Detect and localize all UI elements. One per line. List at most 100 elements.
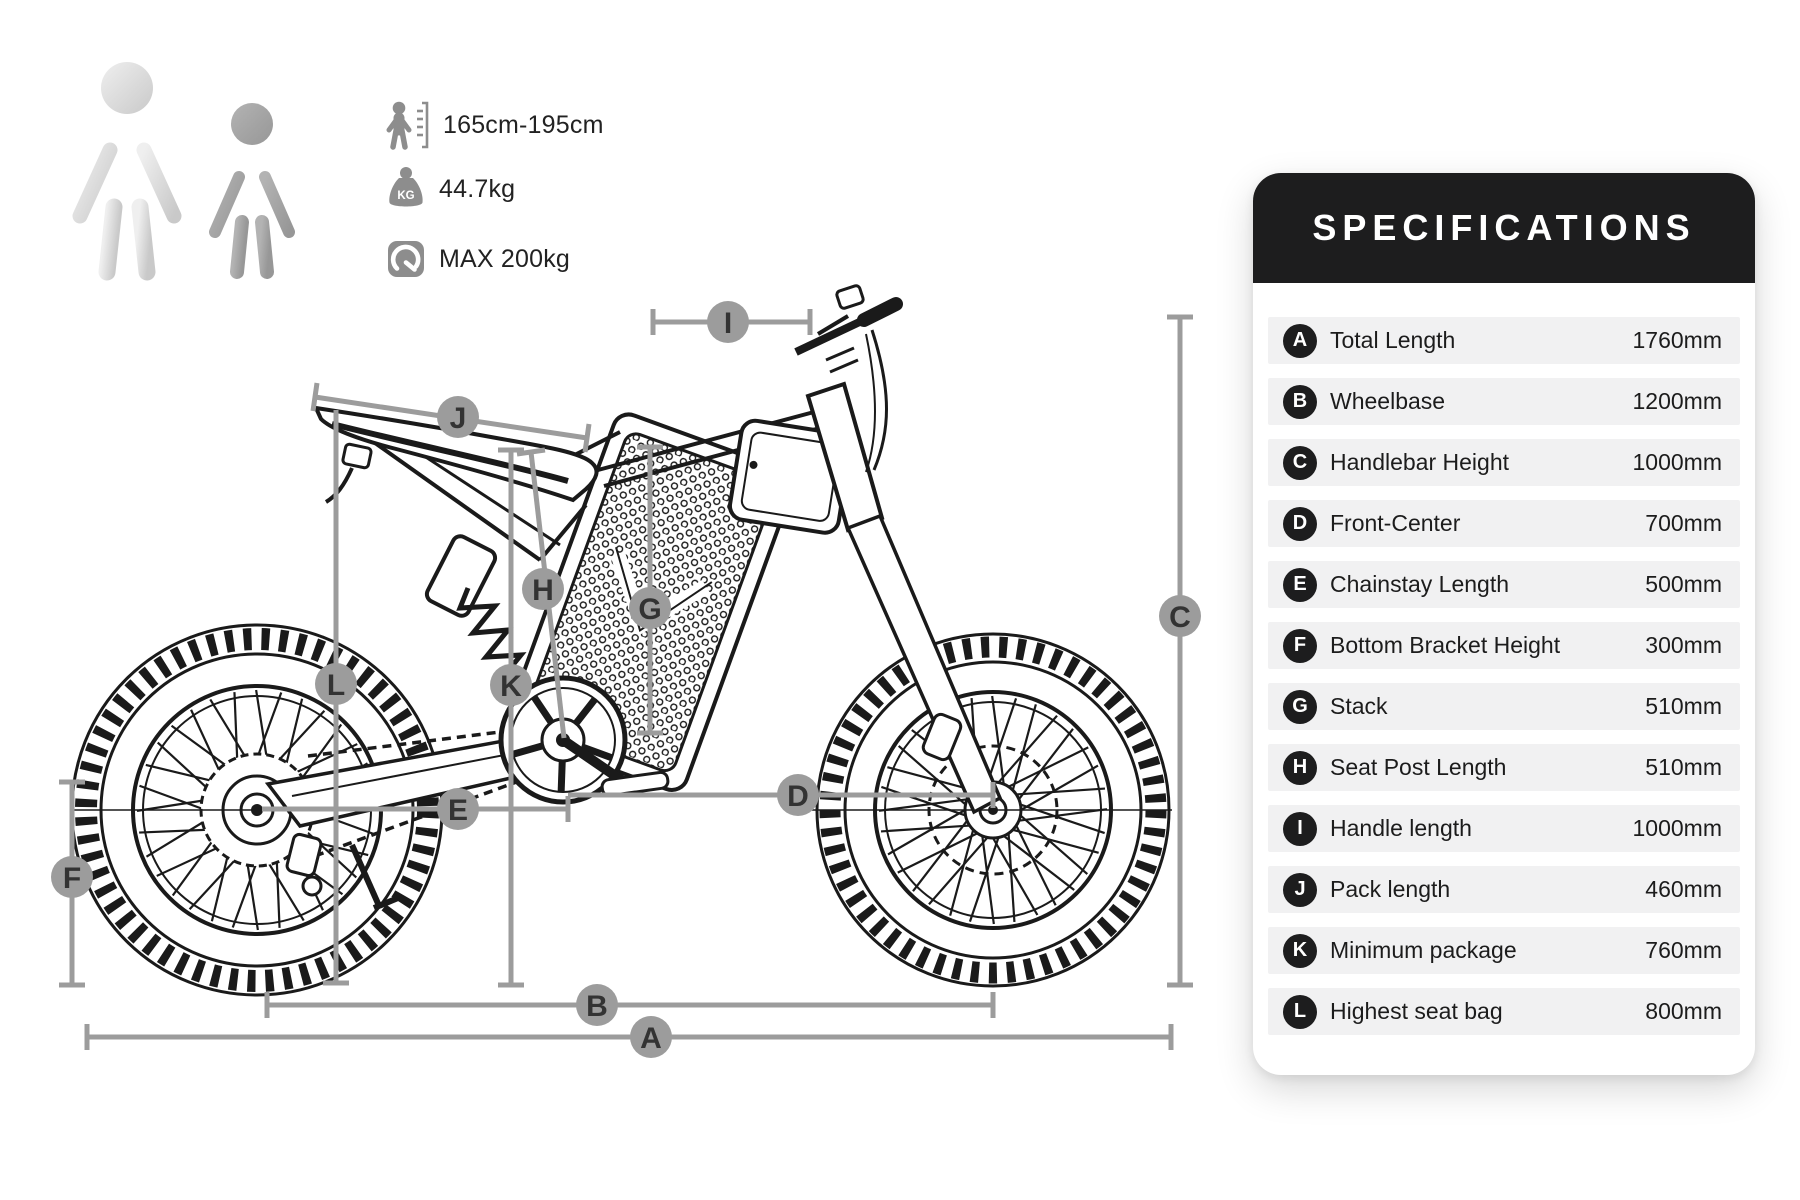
svg-text:A: A: [640, 1022, 662, 1055]
spec-value: 460mm: [1645, 876, 1722, 902]
dim-marker-G: G: [629, 587, 671, 629]
rider-silhouette-large: [72, 62, 182, 281]
dim-line-B: [264, 992, 996, 1018]
spec-value: 800mm: [1645, 998, 1722, 1024]
dim-marker-C: C: [1159, 595, 1201, 637]
svg-text:B: B: [586, 990, 608, 1023]
front-spokes: [878, 695, 1108, 925]
spec-label: Bottom Bracket Height: [1330, 632, 1561, 658]
spec-label: Front-Center: [1330, 510, 1461, 536]
svg-text:D: D: [787, 780, 809, 813]
svg-text:H: H: [532, 574, 554, 607]
spec-row: J Pack length 460mm: [1268, 866, 1740, 913]
dim-marker-F: F: [51, 856, 93, 898]
spec-badge: C: [1283, 445, 1317, 480]
svg-text:I: I: [724, 307, 732, 340]
spec-row: I Handle length 1000mm: [1268, 805, 1740, 852]
dim-marker-H: H: [522, 568, 564, 610]
bike-weight-row: KG 44.7kg: [386, 166, 515, 212]
max-load-row: MAX 200kg: [386, 239, 570, 279]
svg-text:K: K: [500, 670, 522, 703]
spec-value: 1760mm: [1632, 327, 1722, 353]
spec-badge: A: [1283, 323, 1317, 358]
spec-value: 500mm: [1645, 571, 1722, 597]
spec-badge: D: [1283, 506, 1317, 541]
dim-marker-I: I: [707, 301, 749, 343]
spec-badge: H: [1283, 750, 1317, 785]
spec-label: Pack length: [1330, 876, 1451, 902]
spec-badge: G: [1283, 689, 1317, 724]
spec-row: K Minimum package 760mm: [1268, 927, 1740, 974]
dim-line-A: [84, 1024, 1174, 1050]
spec-row: C Handlebar Height 1000mm: [1268, 439, 1740, 486]
weight-kg-icon: KG: [389, 167, 423, 207]
spec-badge: B: [1283, 384, 1317, 419]
max-load-gauge-icon: [388, 241, 424, 277]
spec-value: 510mm: [1645, 754, 1722, 780]
spec-row: G Stack 510mm: [1268, 683, 1740, 730]
height-icon: [386, 101, 429, 150]
dim-marker-K: K: [490, 664, 532, 706]
bike-weight-value: 44.7kg: [439, 174, 516, 203]
dim-marker-D: D: [777, 774, 819, 816]
dim-line-C: [1167, 314, 1193, 988]
svg-text:G: G: [638, 593, 661, 626]
rider-silhouette-small: [209, 103, 295, 279]
spec-value: 760mm: [1645, 937, 1722, 963]
spec-badge: L: [1283, 994, 1317, 1029]
svg-text:F: F: [63, 862, 81, 895]
dim-marker-A: A: [630, 1016, 672, 1058]
spec-label: Total Length: [1330, 327, 1456, 353]
spec-value: 1000mm: [1632, 815, 1722, 841]
spec-value: 700mm: [1645, 510, 1722, 536]
dim-marker-E: E: [437, 788, 479, 830]
specifications-header: SPECIFICATIONS: [1253, 173, 1755, 283]
rider-height-row: 165cm-195cm: [384, 100, 604, 150]
svg-text:J: J: [450, 402, 467, 435]
kickstand: [349, 843, 400, 911]
spec-row: D Front-Center 700mm: [1268, 500, 1740, 547]
spec-value: 300mm: [1645, 632, 1722, 658]
handlebar: [794, 284, 903, 473]
spec-label: Wheelbase: [1330, 388, 1446, 414]
spec-row: F Bottom Bracket Height 300mm: [1268, 622, 1740, 669]
specifications-title: SPECIFICATIONS: [1312, 207, 1696, 248]
spec-row: B Wheelbase 1200mm: [1268, 378, 1740, 425]
dim-marker-L: L: [315, 663, 357, 705]
spec-row: H Seat Post Length 510mm: [1268, 744, 1740, 791]
svg-text:E: E: [448, 794, 468, 827]
spec-label: Handlebar Height: [1330, 449, 1510, 475]
dimension-markers: AB C D E F G H I J K L: [51, 301, 1201, 1058]
spec-label: Handle length: [1330, 815, 1472, 841]
spec-badge: F: [1283, 628, 1317, 663]
rear-derailleur: [285, 832, 323, 897]
seat: [312, 405, 599, 504]
specifications-rows: A Total Length 1760mm B Wheelbase 1200mm…: [1253, 283, 1755, 1035]
specifications-panel: SPECIFICATIONS A Total Length 1760mm B W…: [1253, 173, 1755, 1075]
spec-row: A Total Length 1760mm: [1268, 317, 1740, 364]
spec-label: Stack: [1330, 693, 1388, 719]
spec-badge: E: [1283, 567, 1317, 602]
fork: [805, 381, 1003, 815]
svg-text:C: C: [1169, 601, 1191, 634]
dim-marker-J: J: [437, 396, 479, 438]
spec-label: Minimum package: [1330, 937, 1517, 963]
spec-badge: K: [1283, 933, 1317, 968]
spec-badge: I: [1283, 811, 1317, 846]
rider-height-value: 165cm-195cm: [443, 110, 604, 139]
dim-marker-B: B: [576, 984, 618, 1026]
crank: [498, 675, 670, 805]
spec-value: 1200mm: [1632, 388, 1722, 414]
max-load-value: MAX 200kg: [439, 244, 571, 273]
spec-value: 1000mm: [1632, 449, 1722, 475]
spec-label: Chainstay Length: [1330, 571, 1510, 597]
dim-line-E: [262, 796, 571, 822]
spec-label: Highest seat bag: [1330, 998, 1503, 1024]
spec-badge: J: [1283, 872, 1317, 907]
kg-badge-label: KG: [397, 190, 414, 202]
spec-row: E Chainstay Length 500mm: [1268, 561, 1740, 608]
svg-text:L: L: [327, 669, 345, 702]
front-wheel: [812, 632, 1172, 988]
